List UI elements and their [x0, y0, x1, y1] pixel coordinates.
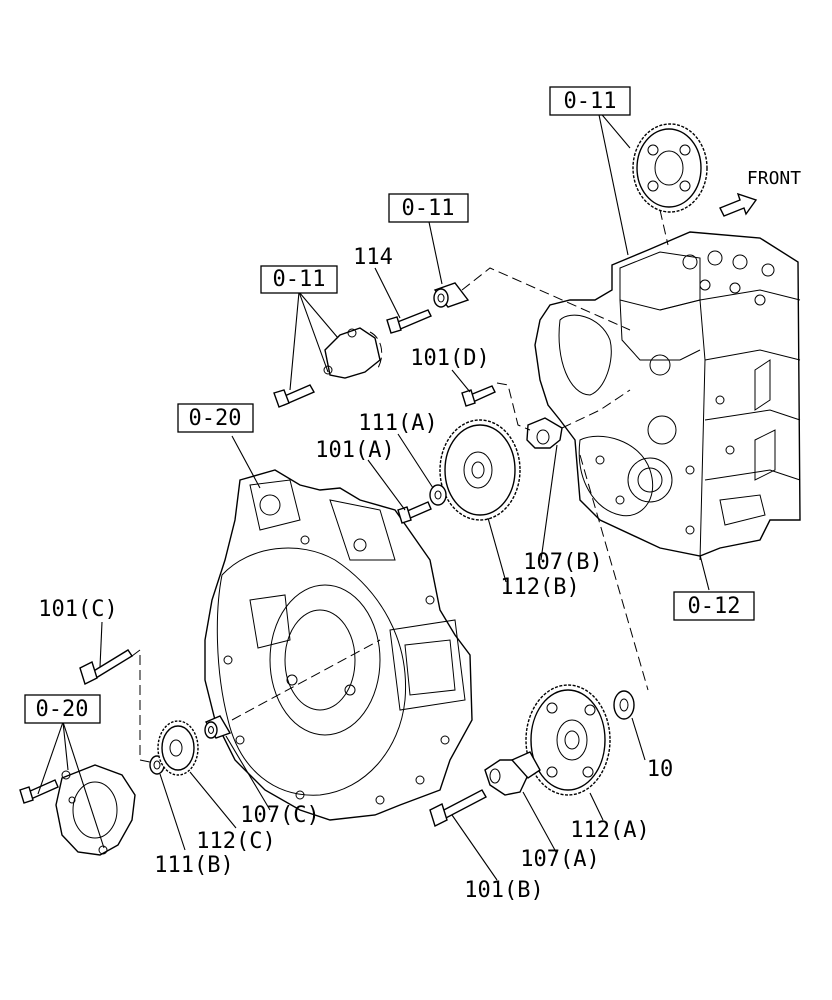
ref-label: 0-12: [688, 594, 741, 619]
shaft-107a: [484, 751, 541, 796]
ref-label: 0-20: [36, 697, 89, 722]
part-label-101b: 101(B): [464, 878, 543, 903]
part-label-111a: 111(A): [358, 411, 437, 436]
part-label-101c: 101(C): [38, 597, 117, 622]
bolt-101a: [397, 501, 432, 524]
ref-box-top-middle: 0-11: [388, 193, 469, 223]
ref-label: 0-11: [273, 267, 326, 292]
part-label-114: 114: [353, 245, 393, 270]
part-label-107c: 107(C): [240, 803, 319, 828]
gear-112a: [525, 684, 611, 796]
ref-box-block: 0-12: [673, 591, 755, 621]
ref-box-upper-left: 0-11: [260, 265, 338, 294]
part-label-101d: 101(D): [410, 346, 489, 371]
cover-lower-left: [55, 764, 136, 856]
bolt-lower-left: [19, 779, 59, 804]
leader-lines: [37, 109, 710, 881]
ref-label: 0-11: [564, 89, 617, 114]
plate-107b: [526, 417, 563, 449]
gear-112c: [157, 720, 199, 776]
bolt-101c: [79, 649, 133, 685]
engine-block: [534, 231, 801, 561]
bushing-top: [433, 282, 470, 308]
washer-10: [613, 690, 635, 720]
part-label-111b: 111(B): [154, 853, 233, 878]
washer-111a: [429, 484, 447, 506]
part-label-101a: 101(A): [315, 438, 394, 463]
ref-label: 0-20: [189, 406, 242, 431]
ref-box-lower-left: 0-20: [24, 694, 101, 724]
bolt-101b: [429, 789, 487, 827]
ref-box-housing: 0-20: [177, 403, 254, 433]
part-label-112c: 112(C): [196, 829, 275, 854]
part-label-107a: 107(A): [520, 847, 599, 872]
part-labels: 114 101(D) 111(A) 101(A) 107(B) 112(B) 1…: [38, 168, 801, 903]
top-gear: [632, 123, 708, 213]
gear-112b: [439, 419, 521, 521]
bushing-107c: [204, 715, 232, 739]
bolt-101d: [461, 385, 496, 407]
part-label-10: 10: [647, 757, 674, 782]
bolt-cover: [273, 384, 315, 408]
front-label: FRONT: [747, 168, 801, 189]
part-label-112a: 112(A): [570, 818, 649, 843]
gear-case-housing: [204, 469, 473, 821]
bolt-114: [386, 309, 432, 334]
part-label-107b: 107(B): [523, 550, 602, 575]
front-arrow-icon: [719, 192, 758, 217]
cover-plate: [323, 327, 383, 379]
alignment-lines: [131, 209, 669, 763]
part-label-112b: 112(B): [500, 575, 579, 600]
ref-label: 0-11: [402, 196, 455, 221]
ref-box-top-right: 0-11: [549, 86, 631, 116]
